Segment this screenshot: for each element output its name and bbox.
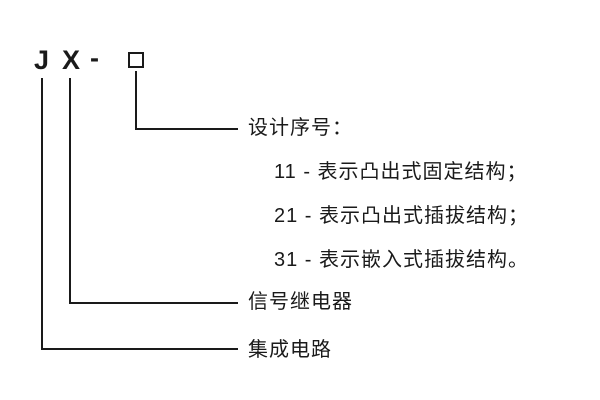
connector-box-horizontal [135, 128, 238, 130]
signal-relay-label: 信号继电器 [248, 291, 353, 313]
code-letter-j: J [34, 45, 50, 75]
code-dash: - [90, 43, 99, 73]
connector-x-horizontal [69, 302, 238, 304]
design-serial-item-21: 21 - 表示凸出式插拔结构； [274, 205, 530, 227]
design-serial-label: 设计序号： [248, 117, 353, 139]
connector-box-vertical [135, 71, 137, 130]
design-serial-item-31: 31 - 表示嵌入式插拔结构。 [274, 249, 530, 271]
connector-j-vertical [41, 78, 43, 350]
code-letter-x: X [62, 45, 81, 75]
connector-x-vertical [69, 78, 71, 304]
integrated-circuit-label: 集成电路 [248, 339, 332, 361]
design-serial-box-icon [128, 52, 144, 68]
connector-j-horizontal [41, 348, 238, 350]
design-serial-item-11: 11 - 表示凸出式固定结构； [274, 161, 528, 183]
